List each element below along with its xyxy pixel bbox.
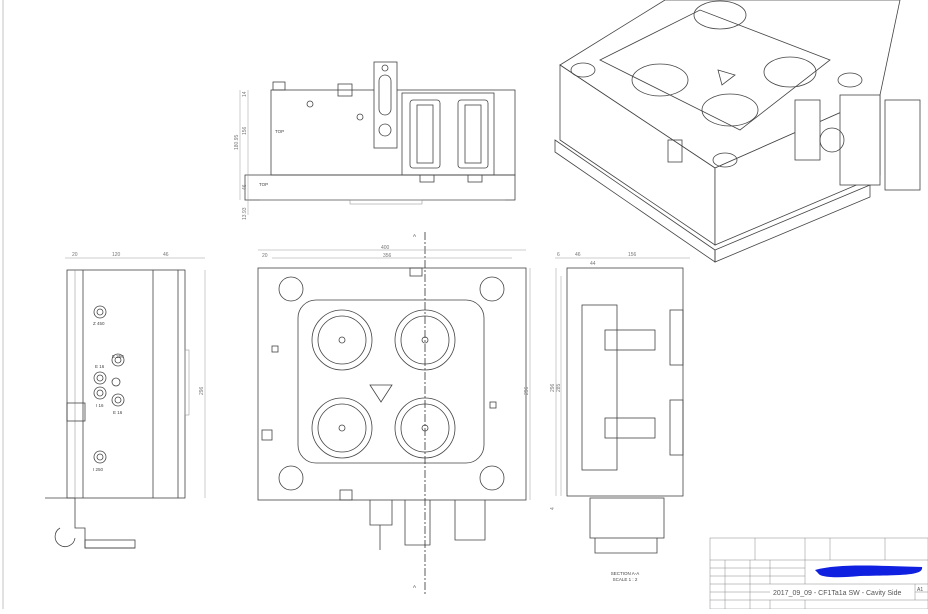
- isometric-view: [554, 0, 921, 263]
- dimension-text: 285: [556, 383, 562, 392]
- dimension-text: 156: [242, 126, 248, 135]
- port-label: I 16: [96, 403, 104, 408]
- section-scale: SCALE 1 : 2: [613, 577, 638, 582]
- dimension-text: 46: [242, 184, 248, 190]
- triangle-mark-icon: [369, 384, 393, 403]
- dimension-text: 14: [242, 91, 248, 97]
- connector-icon: [409, 99, 441, 183]
- dimension-text: 180.95: [234, 134, 240, 150]
- triangle-mark-icon: [717, 69, 736, 86]
- redaction-scribble: [815, 565, 923, 578]
- dimension-text: 44: [590, 261, 596, 267]
- dimension-text: 400: [381, 245, 390, 251]
- connector-icon: [839, 94, 881, 186]
- dimension-text: 120: [112, 252, 121, 258]
- port-icons: [93, 305, 125, 464]
- sheet-size: A1: [917, 587, 923, 593]
- dimension-text: 20: [72, 252, 78, 258]
- plan-view: A A 400 20 356 296: [257, 232, 531, 595]
- dimension-text: 356: [383, 253, 392, 259]
- drawing-name: 2017_09_09 - CF1Ta1a SW - Cavity Side: [773, 590, 902, 597]
- connector-icon: [884, 99, 921, 191]
- port-label: Z 450: [93, 321, 105, 326]
- cavity-icons: [311, 309, 456, 459]
- dimension-text: 296: [199, 386, 205, 395]
- top-view: TOP TOP 14 156 180.95 46 13.93: [234, 61, 516, 220]
- section-view: 6 46 156 44 296 285 4 SECTION A-A SCALE …: [550, 252, 690, 582]
- dimension-text: 4: [550, 507, 556, 510]
- dimension-text: 296: [524, 386, 530, 395]
- dimension-text: 20: [262, 253, 268, 259]
- connector-icon: [457, 99, 489, 183]
- port-label: E 16: [95, 364, 105, 369]
- port-label: E 16: [113, 410, 123, 415]
- dimension-text: 296: [550, 383, 556, 392]
- section-mark: A: [413, 584, 416, 589]
- dimension-text: 46: [163, 252, 169, 258]
- port-label: E 250: [112, 354, 124, 359]
- dimension-text: 6: [557, 252, 560, 258]
- port-label: I 250: [93, 467, 104, 472]
- top-label: TOP: [259, 182, 268, 187]
- dimension-text: 156: [628, 252, 637, 258]
- dimension-text: 13.93: [242, 207, 248, 220]
- section-mark: A: [413, 233, 416, 238]
- side-view: Z 450 E 250 E 16 I 16 E 16 I 250 20 120 …: [45, 252, 206, 549]
- title-block: 2017_09_09 - CF1Ta1a SW - Cavity Side A1: [709, 537, 928, 610]
- dimension-text: 46: [575, 252, 581, 258]
- section-title: SECTION A-A: [611, 571, 640, 576]
- top-label: TOP: [275, 129, 284, 134]
